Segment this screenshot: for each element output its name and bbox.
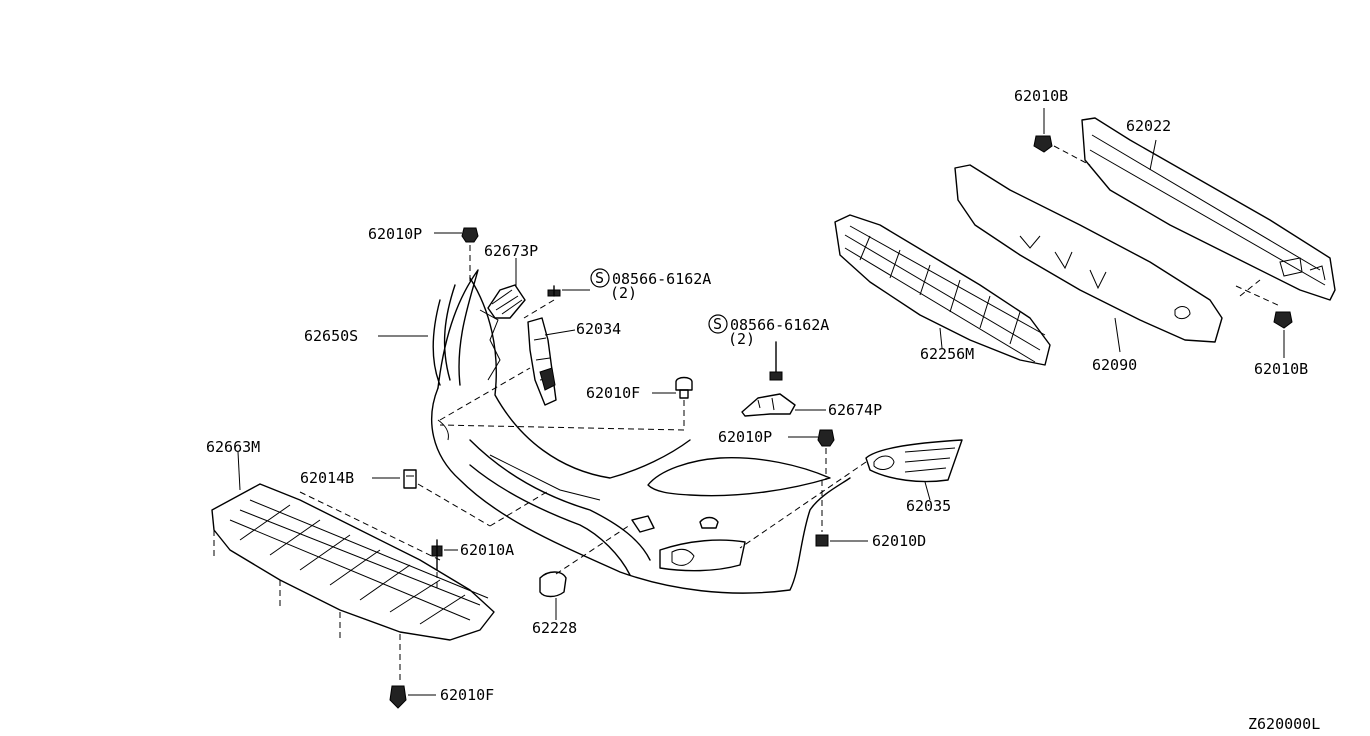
bumper-fascia-drawing [431,269,851,594]
part-label-62022[interactable]: 62022 [1126,117,1171,135]
part-label-62674P[interactable]: 62674P [828,401,882,419]
dash-62034-to-bumper [439,367,531,421]
part-label-62014B[interactable]: 62014B [300,469,354,487]
undercover-62663M-drawing [211,451,495,680]
service-symbol-1-letter: S [595,269,604,287]
service-symbol-2 [708,314,728,334]
nut-62010B-top-drawing [1033,108,1091,166]
bolt-62010F-bottom-drawing [389,685,436,709]
part-label-62010P-top[interactable]: 62010P [368,225,422,243]
part-label-62010D[interactable]: 62010D [872,532,926,550]
absorber-62090-drawing [954,164,1223,353]
part-label-62010P-mid[interactable]: 62010P [718,428,772,446]
screw-2-label-group[interactable]: S 08566-6162A (2) [708,314,829,348]
part-label-62010F-mid[interactable]: 62010F [586,384,640,402]
part-label-62228[interactable]: 62228 [532,619,577,637]
bracket-62673P-drawing [487,258,526,319]
part-label-62650S[interactable]: 62650S [304,327,358,345]
nut-62010B-right-drawing [1235,279,1293,358]
part-qty-screw-1: (2) [610,284,637,302]
part-label-62673P[interactable]: 62673P [484,242,538,260]
part-label-62663M[interactable]: 62663M [206,438,260,456]
bracket-62674P-drawing [741,393,826,417]
service-symbol-2-letter: S [713,315,722,333]
screw-1-label-group[interactable]: S 08566-6162A (2) [590,268,711,302]
part-label-62256M[interactable]: 62256M [920,345,974,363]
clip-62010P-top-drawing [434,227,479,285]
part-label-62090[interactable]: 62090 [1092,356,1137,374]
screw-2-drawing [769,341,783,381]
clip-62014B-drawing [372,469,551,527]
part-label-screw-2: 08566-6162A [730,316,829,334]
service-symbol-1 [590,268,610,288]
fog-cover-62035-drawing [739,439,963,549]
bolt-62010A-drawing [431,539,458,590]
part-label-62010A[interactable]: 62010A [460,541,514,559]
part-label-screw-1: 08566-6162A [612,270,711,288]
bracket-62034-drawing [527,317,576,406]
clip-62010P-mid-drawing [788,429,835,480]
part-label-62010F-bottom[interactable]: 62010F [440,686,494,704]
bolt-62010D-drawing [815,480,868,547]
clip-62010F-mid-drawing [439,376,693,431]
part-label-62010B-right[interactable]: 62010B [1254,360,1308,378]
screw-1-drawing [523,285,590,319]
diagram-id: Z620000L [1248,715,1320,733]
tow-cap-62228-drawing [539,524,631,620]
part-label-62010B-top[interactable]: 62010B [1014,87,1068,105]
reinforcement-62022-drawing [1081,117,1336,301]
grille-62256M-drawing [834,214,1051,366]
part-label-62035[interactable]: 62035 [906,497,951,515]
part-label-62034[interactable]: 62034 [576,320,621,338]
part-qty-screw-2: (2) [728,330,755,348]
